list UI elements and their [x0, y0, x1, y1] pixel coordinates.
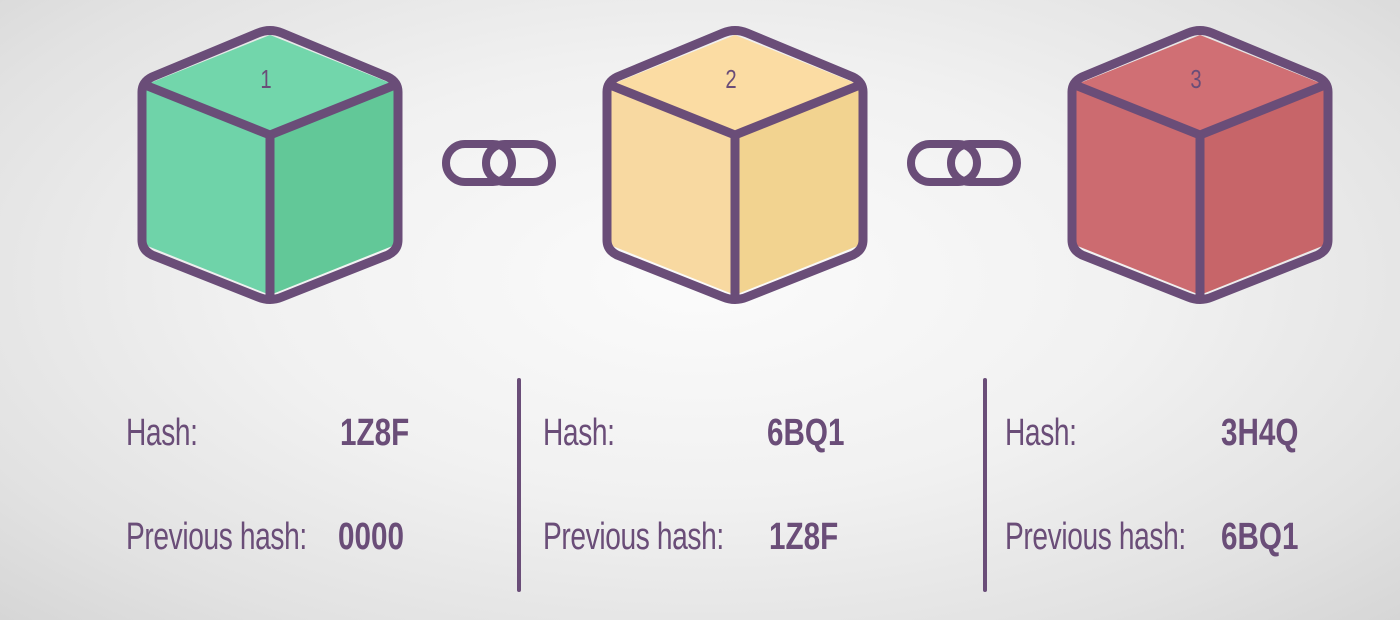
block-2-previous-hash-value: 1Z8F	[769, 516, 839, 558]
chain-link-icon	[442, 140, 556, 186]
block-1-cube-icon: 1	[137, 26, 403, 304]
chain-link-icon	[907, 140, 1021, 186]
block-3-number: 3	[1190, 65, 1201, 94]
block-3-hash-value: 3H4Q	[1221, 412, 1299, 454]
hash-label: Hash:	[126, 412, 198, 454]
column-divider	[983, 378, 987, 592]
block-2-number: 2	[725, 65, 736, 94]
hash-label: Hash:	[1005, 412, 1077, 454]
previous-hash-label: Previous hash:	[1005, 516, 1186, 558]
column-divider	[517, 378, 521, 592]
block-1-front-face	[145, 85, 270, 295]
block-2-cube-icon: 2	[602, 26, 868, 304]
block-2-front-face	[610, 85, 735, 295]
block-2-hash-value: 6BQ1	[767, 412, 845, 454]
block-3-side-face	[1200, 85, 1325, 295]
block-1-number: 1	[260, 65, 271, 94]
block-2-side-face	[735, 85, 860, 295]
block-1-hash-value: 1Z8F	[340, 412, 410, 454]
block-1-side-face	[270, 85, 395, 295]
block-1-previous-hash-value: 0000	[338, 516, 404, 558]
block-3-cube-icon: 3	[1067, 26, 1333, 304]
previous-hash-label: Previous hash:	[126, 516, 307, 558]
previous-hash-label: Previous hash:	[543, 516, 724, 558]
hash-label: Hash:	[543, 412, 615, 454]
block-3-front-face	[1075, 85, 1200, 295]
block-3-previous-hash-value: 6BQ1	[1221, 516, 1299, 558]
